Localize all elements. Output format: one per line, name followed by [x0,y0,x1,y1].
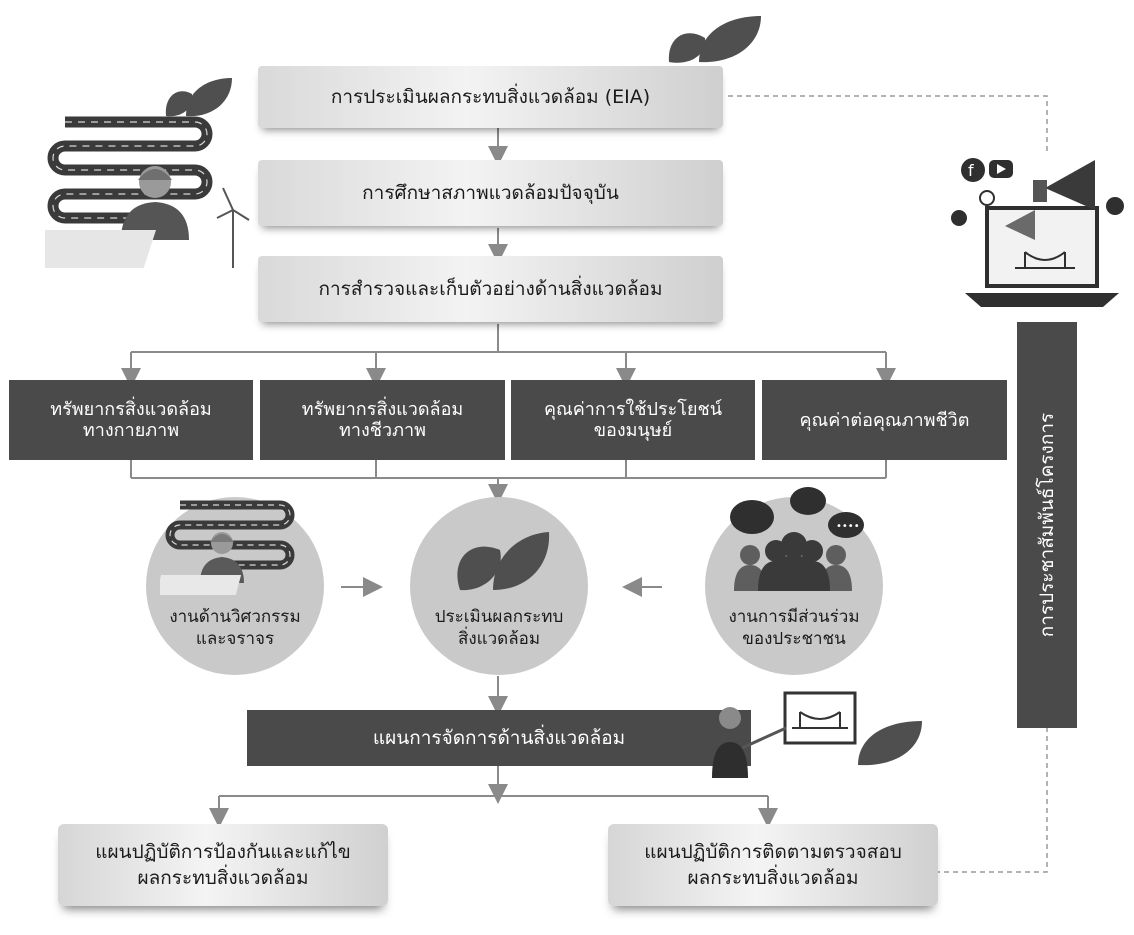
prevention-plan-box: แผนปฏิบัติการป้องกันและแก้ไข ผลกระทบสิ่ง… [58,824,388,906]
leaf-icon [858,721,922,766]
leaf-icon [165,78,232,117]
bridge-icon [1015,251,1075,269]
svg-text:••••: •••• [836,521,860,532]
whatsapp-icon [951,210,967,226]
svg-text:f: f [968,161,974,180]
speech-bubble-icon: •••• [730,487,864,538]
facebook-icon [961,158,985,182]
public-relations-bar [1017,322,1077,728]
eia-step-box: การประเมินผลกระทบสิ่งแวดล้อม (EIA) [258,66,723,128]
management-plan-bar: แผนการจัดการด้านสิ่งแวดล้อม [247,710,751,766]
baseline-study-box: การศึกษาสภาพแวดล้อมปัจจุบัน [258,160,723,226]
leaf-icon [457,532,550,591]
leaf-icon [668,16,761,63]
monitoring-plan-box: แผนปฏิบัติการติดตามตรวจสอบ ผลกระทบสิ่งแว… [608,824,938,906]
instagram-icon [979,190,995,206]
tiktok-icon [1106,197,1124,215]
survey-sampling-box: การสำรวจและเก็บตัวอย่างด้านสิ่งแวดล้อม [258,256,723,322]
wind-turbine-icon [216,187,250,268]
topic-physical-resources: ทรัพยากรสิ่งแวดล้อม ทางกายภาพ [9,380,253,460]
engineering-label: งานด้านวิศวกรรม และจราจร [169,607,301,649]
presentation-board-icon [712,691,857,778]
assessment-label: ประเมินผลกระทบ สิ่งแวดล้อม [434,607,564,649]
crowd-icon: •••• [730,487,864,591]
laptop-icon: f [951,158,1124,307]
topic-human-use-values: คุณค่าการใช้ประโยชน์ ของมนุษย์ [511,380,755,460]
public-relations-label: การประชาสัมพันธ์โครงการ [1036,412,1058,638]
topic-quality-of-life: คุณค่าต่อคุณภาพชีวิต [762,380,1007,460]
engineer-icon [45,116,250,268]
participation-label: งานการมีส่วนร่วม ของประชาชน [728,607,860,649]
megaphone-icon [1005,160,1095,240]
bridge-icon [792,711,848,729]
engineer-icon [160,500,295,595]
dashed-eia-to-pr [728,95,1048,152]
dashed-pr-to-monitoring [935,728,1048,873]
topic-biological-resources: ทรัพยากรสิ่งแวดล้อม ทางชีวภาพ [260,380,505,460]
